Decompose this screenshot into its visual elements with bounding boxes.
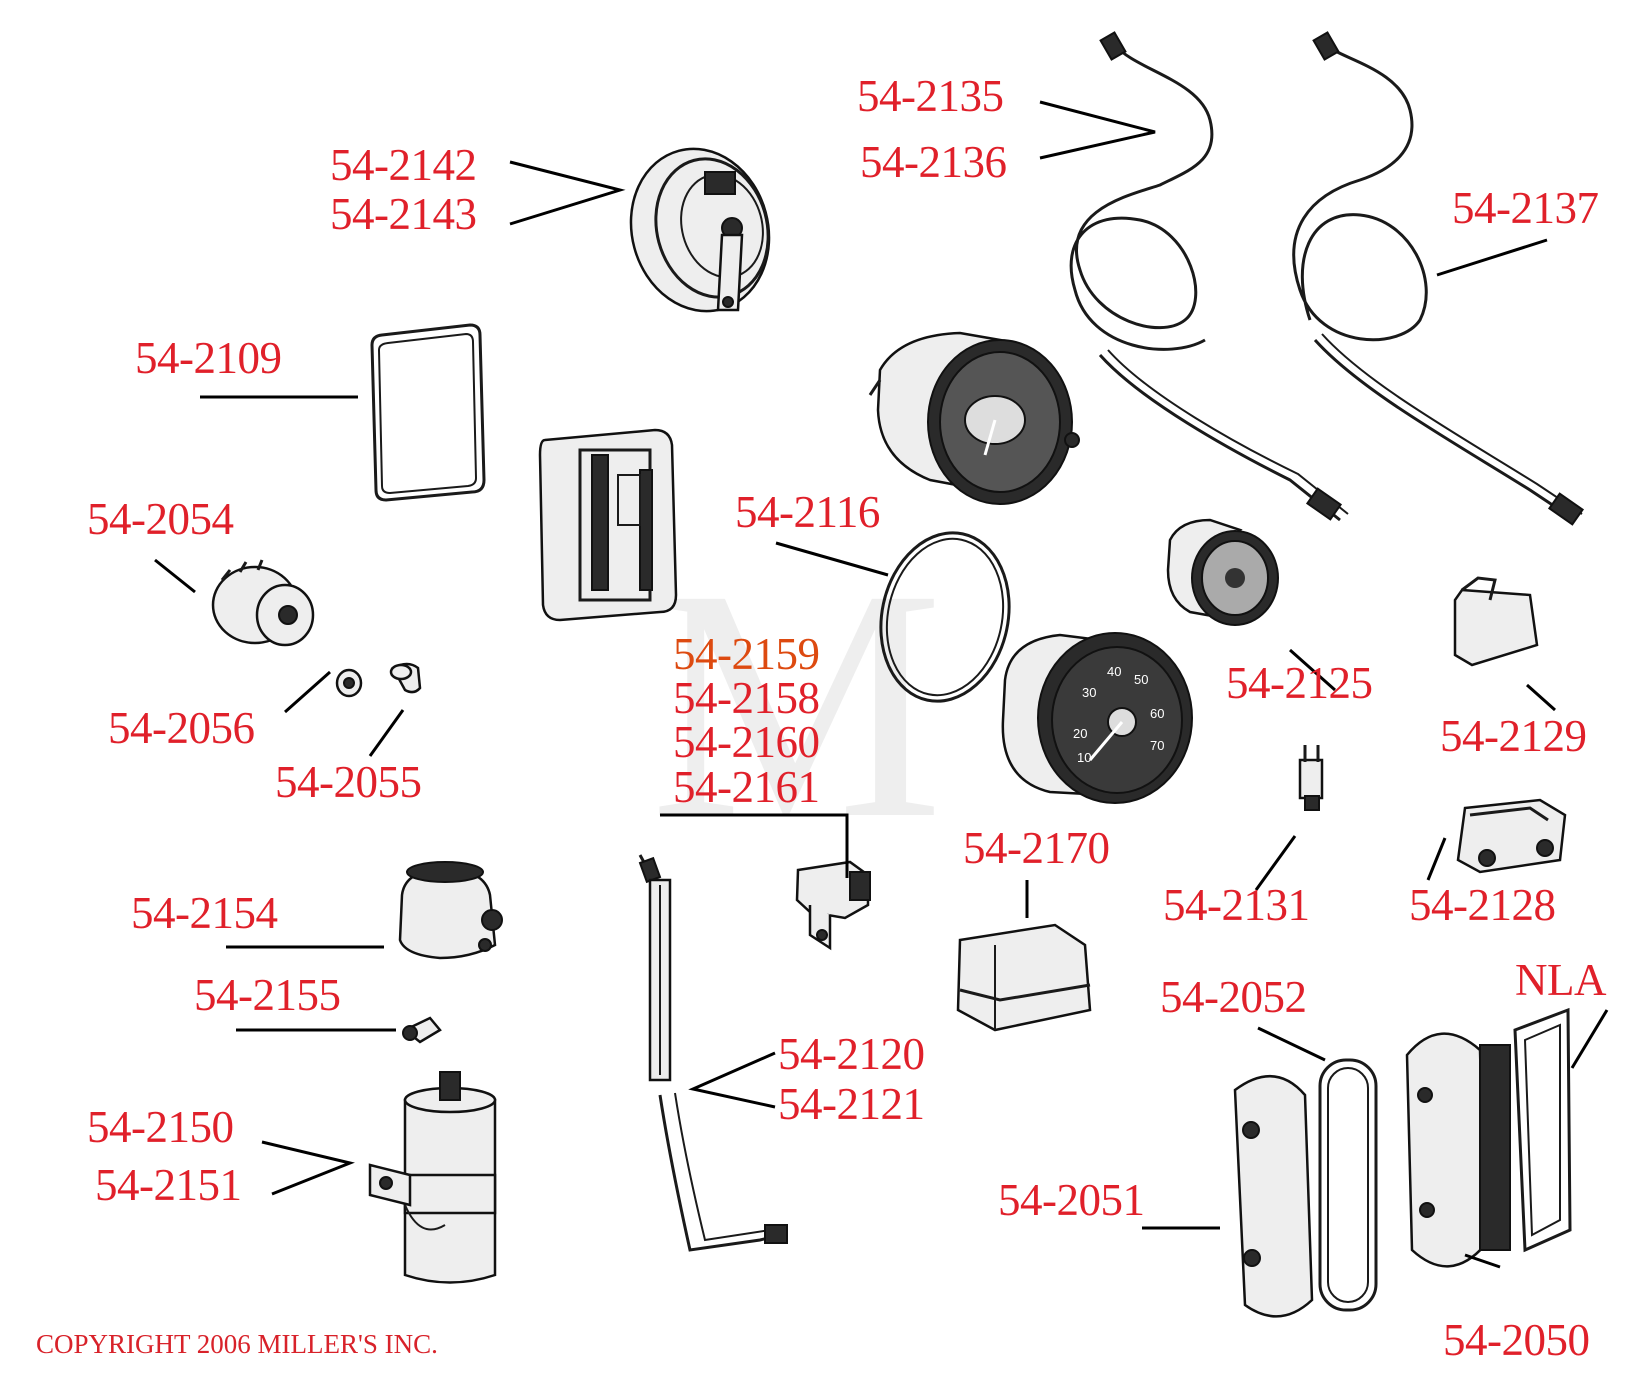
tachometer-part (868, 331, 1080, 505)
gauge-number: 70 (1150, 738, 1164, 753)
relay-2170-part (956, 923, 1092, 1032)
gauge-number: 10 (1077, 750, 1091, 765)
gauge-2125-part (1166, 518, 1279, 626)
gasket-nla-part (1513, 1007, 1572, 1253)
tach-cable-part (1292, 31, 1585, 526)
switch-2131-part (1298, 745, 1324, 811)
sender-2159-part (795, 860, 871, 951)
gauge-number: 20 (1073, 726, 1087, 741)
housing-2050-part (1405, 1032, 1511, 1268)
relay-2129-part (1453, 576, 1539, 667)
nut-2056-part (335, 668, 363, 698)
gauge-number: 60 (1150, 706, 1164, 721)
gasket-2052-part (1318, 1058, 1378, 1312)
boot-2155-part (402, 1016, 442, 1044)
gauge-number: 30 (1082, 685, 1096, 700)
ring-2116-part (879, 531, 1011, 703)
tail-lamp-part (538, 428, 678, 622)
gasket-2109-part (370, 323, 486, 502)
coil-2150-part (368, 1071, 497, 1284)
lens-2051-part (1233, 1075, 1314, 1318)
horn-part (629, 147, 771, 313)
knob-2055-part (389, 662, 422, 694)
gauge-number: 50 (1134, 672, 1148, 687)
speedometer-part: 10 20 30 40 50 60 70 (1001, 632, 1193, 804)
leader-lines (154, 100, 1609, 1269)
cap-2154-part (398, 861, 503, 960)
regulator-2128-part (1456, 798, 1567, 874)
speedo-cable-part (1069, 31, 1349, 522)
watermark-logo: M (650, 522, 943, 887)
gauge-number: 40 (1107, 664, 1121, 679)
svg-text:M: M (650, 522, 943, 887)
switch-2054-part (211, 559, 315, 647)
pipe-2120-part (638, 854, 788, 1252)
